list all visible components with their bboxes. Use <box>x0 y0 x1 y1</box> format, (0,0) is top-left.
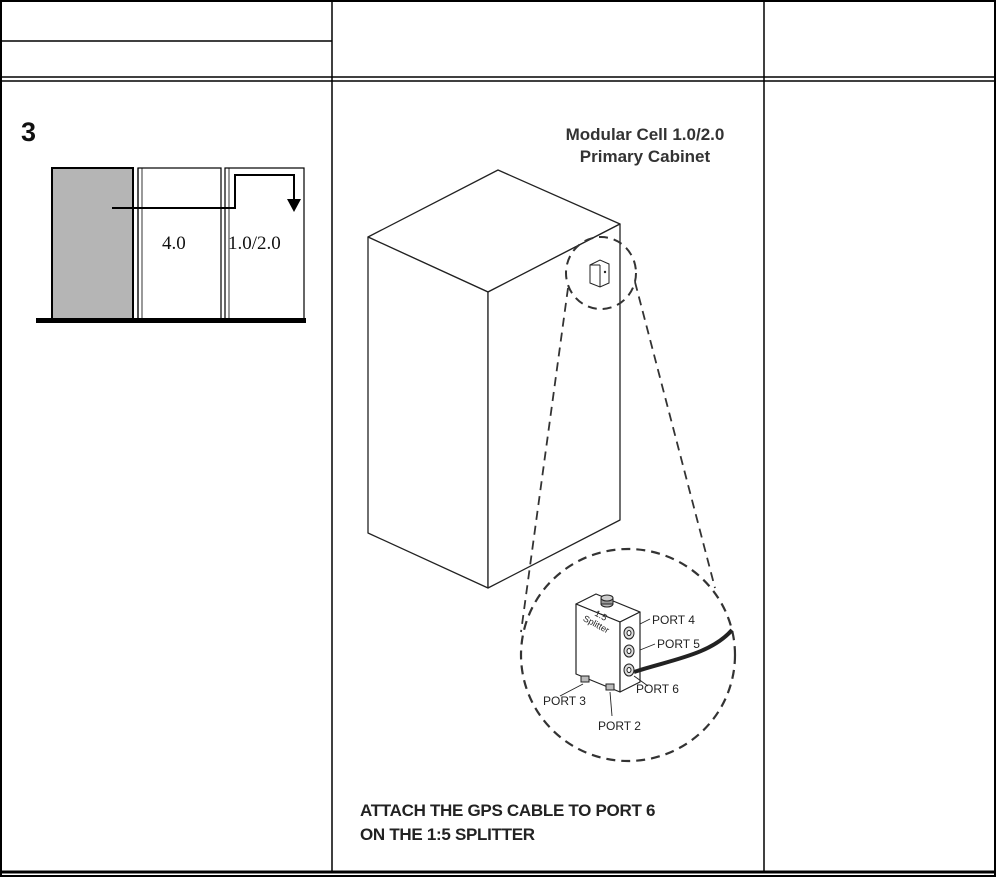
port-5-label: PORT 5 <box>657 637 700 651</box>
floor-line <box>36 318 306 323</box>
rack-label-4-0: 4.0 <box>162 233 186 255</box>
splitter-top-connector <box>601 595 613 607</box>
port-2-label: PORT 2 <box>598 719 641 733</box>
instruction-text: ATTACH THE GPS CABLE TO PORT 6 ON THE 1:… <box>360 799 655 847</box>
port-6-label: PORT 6 <box>636 682 679 696</box>
port-3-connector <box>581 676 589 682</box>
instruction-line2: ON THE 1:5 SPLITTER <box>360 823 655 847</box>
cabinet-title-line1: Modular Cell 1.0/2.0 <box>540 124 750 146</box>
port-3-label: PORT 3 <box>543 694 586 708</box>
cabinet-front-face <box>368 237 488 588</box>
primary-rack-highlight <box>52 168 133 320</box>
port-2-connector <box>606 684 614 690</box>
port-4-label: PORT 4 <box>652 613 695 627</box>
rack-label-1-0-2-0: 1.0/2.0 <box>228 233 281 255</box>
cabinet-illustration <box>340 160 760 780</box>
instruction-line1: ATTACH THE GPS CABLE TO PORT 6 <box>360 799 655 823</box>
step-number: 3 <box>21 117 36 148</box>
